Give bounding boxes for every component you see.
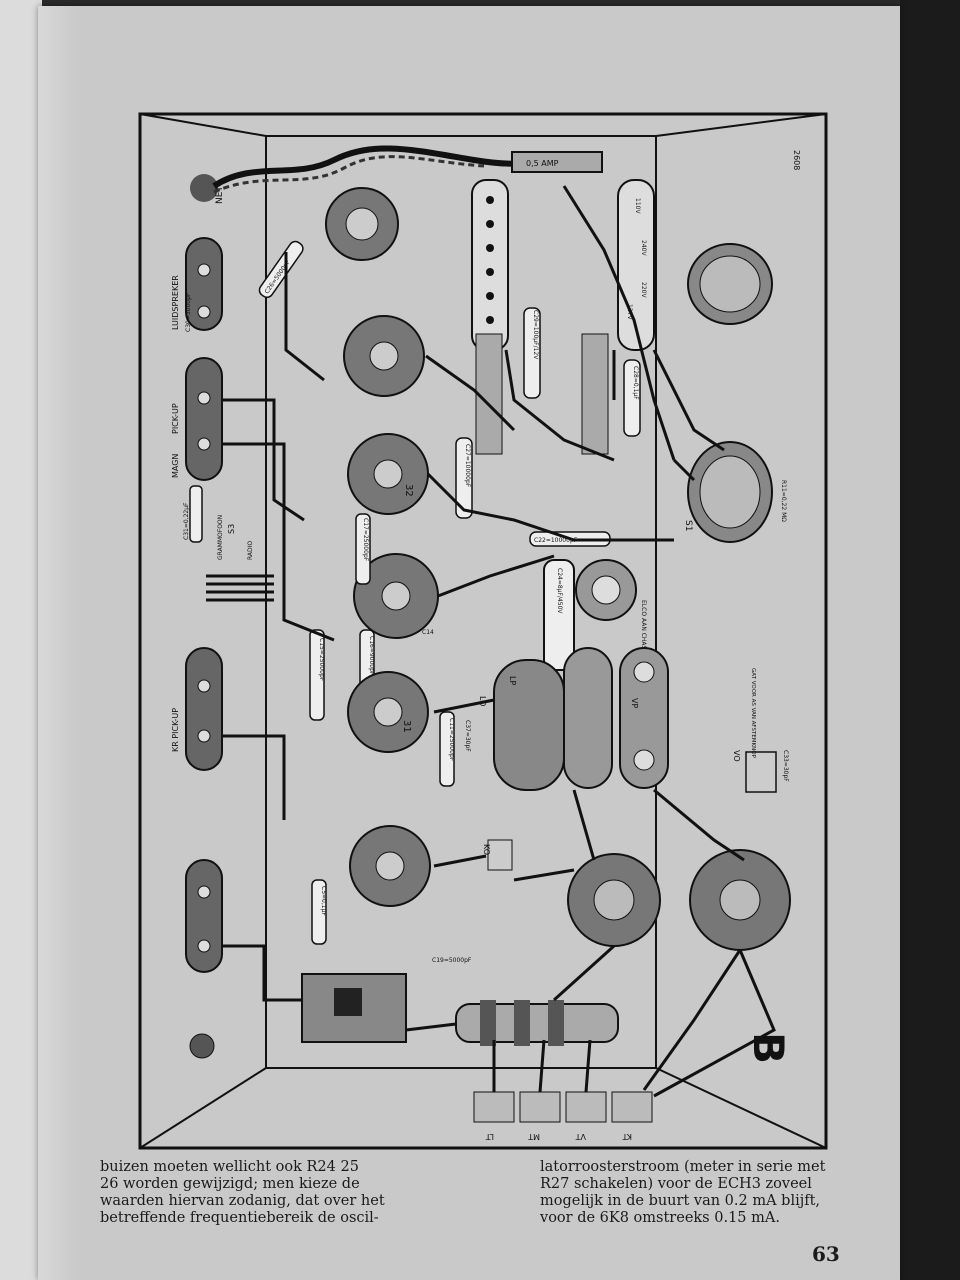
caption-right-line-3: mogelijk in de buurt van 0.2 mA blijft, xyxy=(540,1193,821,1209)
label-gat: GAT VOOR AS VAN AFSTEMKNOP xyxy=(750,668,756,759)
label-lp: LP xyxy=(508,676,517,685)
label-b: B xyxy=(744,1032,793,1064)
label-31: 31 xyxy=(401,720,412,733)
label-110v: 110V xyxy=(634,198,641,214)
label-c14: C14 xyxy=(422,629,434,636)
label-mt: MT xyxy=(528,1132,540,1141)
trimmer-vo xyxy=(745,751,777,793)
label-c5: C5=0,1μF xyxy=(320,886,327,916)
label-c28: C28=0,1μF xyxy=(632,366,639,400)
label-luidspreker: LUIDSPREKER xyxy=(171,275,180,330)
kr-pickup-strip xyxy=(185,647,223,771)
fuse xyxy=(511,151,603,173)
chassis-outline xyxy=(138,112,828,1150)
speaker-terminal-strip xyxy=(185,237,223,331)
label-kt: KT xyxy=(622,1132,632,1141)
label-c19: C19=5000pF xyxy=(432,957,472,964)
label-code: 2608 xyxy=(792,150,801,170)
label-grammofoon: GRAMMOFOON xyxy=(217,515,224,560)
background-left xyxy=(0,0,42,1280)
label-vp: VP xyxy=(630,698,639,708)
label-kr-pickup: KR PICK-UP xyxy=(171,708,180,752)
caption-right-line-1: latorroosterstroom (meter in serie met xyxy=(540,1159,826,1175)
label-32: 32 xyxy=(403,484,414,497)
label-s1: S1 xyxy=(683,520,693,531)
label-220v: 220V xyxy=(640,282,647,298)
label-vo: VO xyxy=(732,750,741,762)
caption-left-line-3: waarden hiervan zodanig, dat over het xyxy=(100,1193,385,1209)
label-c17: C17=25000pF xyxy=(362,518,369,562)
switch-s3 xyxy=(206,574,274,602)
mains-terminal xyxy=(190,174,218,202)
label-fuse: 0,5 AMP xyxy=(526,159,559,168)
label-s3: S3 xyxy=(227,524,236,534)
label-c37: C37=30pF xyxy=(464,720,471,752)
label-c31: C31=0,22μF xyxy=(183,502,190,540)
coil-block-1 xyxy=(493,659,565,791)
label-pickup: PICK-UP xyxy=(171,403,180,434)
magn-pickup-strip xyxy=(185,357,223,481)
label-r11: R11=0,22 MΩ xyxy=(780,480,787,522)
wiring xyxy=(222,185,776,1098)
label-c16: C16=9000pF xyxy=(368,636,375,676)
coil-block-vp xyxy=(619,647,669,789)
switch-box xyxy=(301,973,407,1043)
label-lt: LT xyxy=(486,1132,494,1141)
caption-left-line-1: buizen moeten wellicht ook R24 25 xyxy=(100,1159,359,1175)
label-240v: 240V xyxy=(640,240,647,256)
caption-left-line-2: 26 worden gewijzigd; men kieze de xyxy=(100,1176,360,1192)
label-vt: VT xyxy=(576,1132,586,1141)
label-c29: C29=100μF/12V xyxy=(532,310,539,360)
wiring-diagram: NET 0,5 AMP 2608 LUIDSPREKER C30=3000pF … xyxy=(138,112,828,1150)
label-c15: C15=25000pF xyxy=(318,638,325,682)
band-connectors xyxy=(473,1091,653,1123)
label-c27: C27=10000pF xyxy=(464,444,471,488)
label-c11: C11=25000pF xyxy=(448,718,455,762)
book-page: NET 0,5 AMP 2608 LUIDSPREKER C30=3000pF … xyxy=(38,6,900,1280)
trimmer-bank xyxy=(455,1003,619,1043)
label-ko: KO xyxy=(482,844,491,855)
caption-right-line-2: R27 schakelen) voor de ECH3 zoveel xyxy=(540,1176,812,1192)
chassis-inner xyxy=(265,135,657,1069)
capacitor-c24 xyxy=(543,559,575,671)
label-c24: C24=8μF/450V xyxy=(556,568,563,614)
label-radio: RADIO xyxy=(247,541,254,560)
caption-right-column: latorroosterstroom (meter in serie met R… xyxy=(540,1159,880,1227)
background-right xyxy=(900,0,960,1280)
caption-left-line-4: betreffende frequentiebereik de oscil- xyxy=(100,1210,379,1226)
label-c33: C33=30pF xyxy=(782,750,789,782)
label-c30: C30=3000pF xyxy=(185,292,192,332)
caption-left-column: buizen moeten wellicht ook R24 25 26 wor… xyxy=(100,1159,440,1227)
label-c22: C22=10000pF xyxy=(534,537,578,544)
page-edge-shading xyxy=(38,6,78,1280)
voltage-selector xyxy=(617,179,655,351)
label-net: NET xyxy=(215,186,225,204)
label-magn: MAGN xyxy=(171,454,180,478)
caption-text: buizen moeten wellicht ook R24 25 26 wor… xyxy=(100,1159,880,1227)
page-number: 63 xyxy=(812,1242,840,1266)
caption-right-line-4: voor de 6K8 omstreeks 0.15 mA. xyxy=(540,1210,780,1226)
label-elco: ELCO AAN CHASSIS xyxy=(640,600,647,659)
